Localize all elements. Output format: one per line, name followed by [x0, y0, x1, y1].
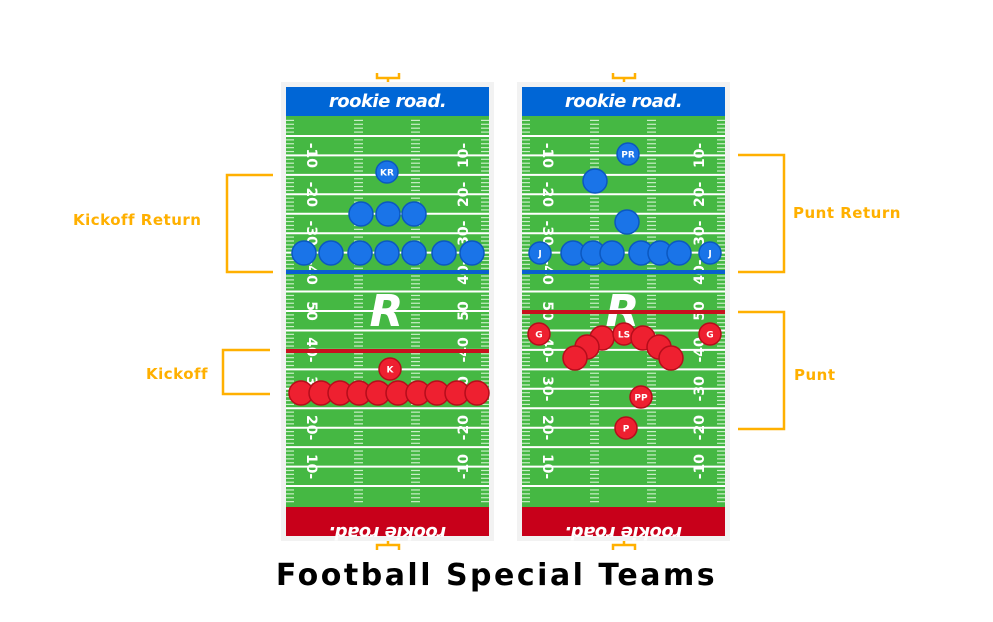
yard-number: 20- [539, 415, 555, 440]
yard-number: -30 [692, 376, 708, 402]
receiving-team-player [401, 201, 427, 227]
bracket-punt [738, 310, 786, 431]
receiving-team-player [528, 241, 552, 265]
yard-number: -10 [539, 143, 555, 169]
receiving-team-player [375, 160, 399, 184]
top-endzone [286, 87, 489, 116]
receiving-team-player [348, 201, 374, 227]
receiving-team-player [666, 240, 692, 266]
yard-number: -30 [303, 221, 319, 247]
bottom-goalpost-icon [611, 541, 637, 550]
receiving-team-player [318, 240, 344, 266]
label-punt: Punt [794, 366, 836, 384]
yard-number: -30 [539, 221, 555, 247]
top-goalpost-icon [611, 73, 637, 82]
receiving-team-player [599, 240, 625, 266]
yard-number: 10- [692, 143, 708, 168]
kicking-team-player [658, 345, 684, 371]
yard-number: 30- [456, 220, 472, 245]
yard-number: -20 [456, 415, 472, 441]
kicking-team-player [527, 322, 551, 346]
endzone-brand-text: rookie road. [329, 522, 446, 543]
kicking-team-player [614, 416, 638, 440]
diagram-title: Football Special Teams [275, 558, 718, 593]
label-kickoff-return: Kickoff Return [73, 211, 202, 229]
kicking-team-player [378, 357, 402, 381]
receiving-team-line [522, 270, 725, 274]
endzone-brand-text: rookie road. [565, 522, 682, 543]
receiving-team-player [401, 240, 427, 266]
yard-number: 20- [692, 181, 708, 206]
endzone-brand-text: rookie road. [565, 91, 682, 112]
yard-number: 50 [303, 301, 319, 321]
player-label-j: J [537, 250, 541, 260]
yard-number: 50 [456, 301, 472, 321]
player-label-pp: PP [634, 394, 648, 404]
player-label-pr: PR [621, 151, 635, 161]
player-label-j: J [707, 250, 711, 260]
yard-number: -10 [456, 454, 472, 480]
receiving-team-player [291, 240, 317, 266]
bottom-endzone [286, 507, 489, 536]
kicking-team-player [629, 385, 653, 409]
bracket-punt-return [738, 153, 786, 274]
yard-number: 10- [539, 454, 555, 479]
receiving-team-player [431, 240, 457, 266]
receiving-team-player [582, 168, 608, 194]
yard-number: -20 [539, 182, 555, 208]
receiving-team-player [614, 209, 640, 235]
field-kickoff: rookie road. rookie road. -10 10- -20 20- -30 3… [281, 82, 494, 543]
endzone-brand-text: rookie road. [329, 91, 446, 112]
kicking-team-line [286, 349, 489, 353]
receiving-team-player [459, 240, 485, 266]
receiving-team-player [616, 142, 640, 166]
label-punt-return: Punt Return [793, 204, 901, 222]
player-label-p: P [623, 425, 630, 435]
field-punt: rookie road. rookie road. -10 10- -20 20- -30 3… [517, 82, 730, 543]
label-kickoff: Kickoff [146, 365, 209, 383]
player-label-g: G [535, 331, 542, 341]
yard-number: -20 [692, 415, 708, 441]
bottom-endzone [522, 507, 725, 536]
bottom-goalpost-icon [375, 541, 401, 550]
player-label-kr: KR [380, 169, 394, 179]
receiving-team-player [347, 240, 373, 266]
yard-number: 20- [303, 415, 319, 440]
kicking-team-player [698, 322, 722, 346]
kicking-team-player [464, 380, 490, 406]
receiving-team-player [374, 240, 400, 266]
yard-number: 30- [539, 376, 555, 401]
player-label-ls: LS [618, 331, 630, 341]
receiving-team-player [375, 201, 401, 227]
yard-number: -10 [303, 143, 319, 169]
rookie-road-logo: R [370, 286, 404, 337]
yard-number: 10- [456, 143, 472, 168]
bracket-kickoff [221, 348, 270, 396]
top-endzone [522, 87, 725, 116]
kicking-team-line [522, 310, 725, 314]
receiving-team-player [698, 241, 722, 265]
yard-number: 10- [303, 454, 319, 479]
yard-number: -20 [303, 182, 319, 208]
receiving-team-line [286, 270, 489, 274]
player-label-g: G [706, 331, 713, 341]
yard-number: -10 [692, 454, 708, 480]
player-label-k: K [387, 366, 395, 376]
bracket-kickoff-return [225, 173, 273, 274]
top-goalpost-icon [375, 73, 401, 82]
yard-number: 30- [692, 220, 708, 245]
kicking-team-player [562, 345, 588, 371]
yard-number: 20- [456, 181, 472, 206]
